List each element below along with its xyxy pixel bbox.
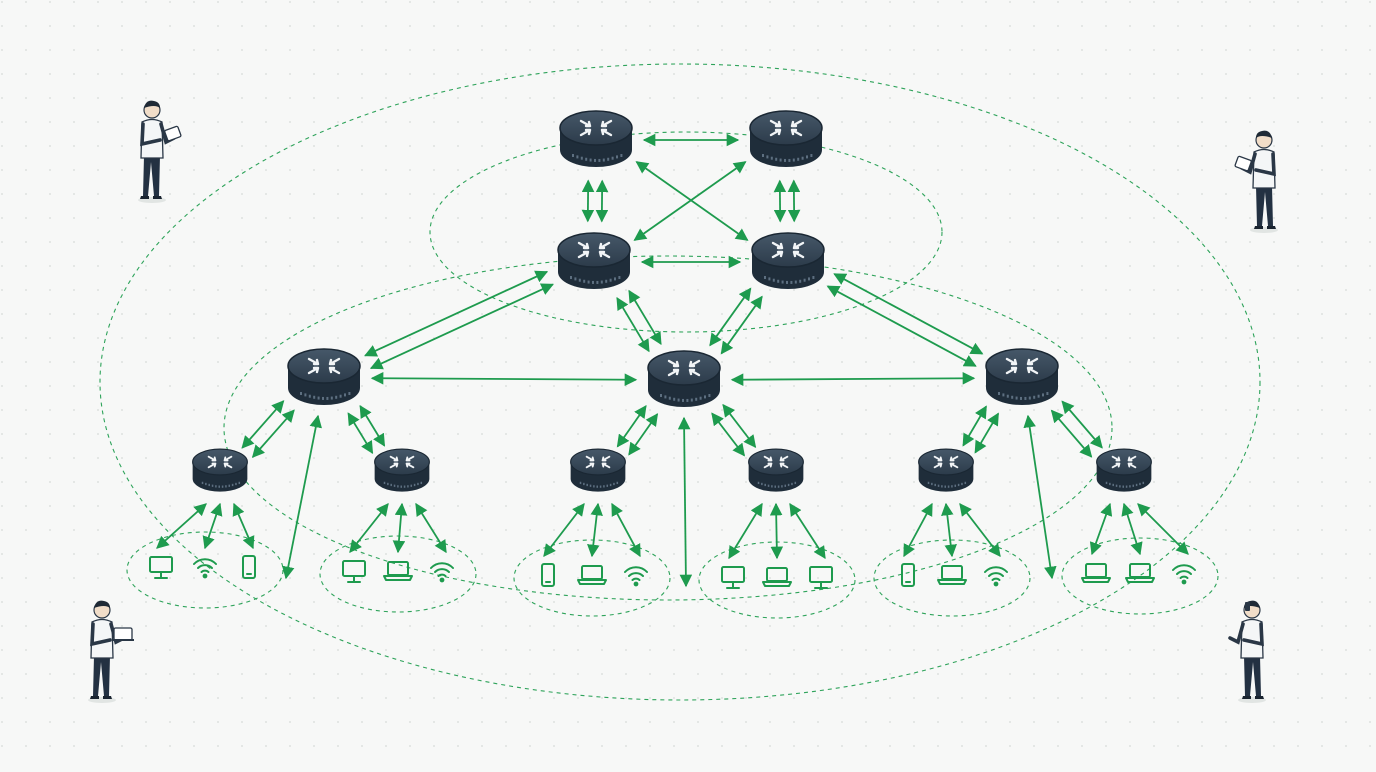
router-access-5[interactable] [919, 449, 974, 492]
router-access-2[interactable] [375, 449, 430, 492]
router-dist-center[interactable] [648, 351, 720, 407]
phone-held-icon [1245, 602, 1250, 611]
router-access-1[interactable] [193, 449, 248, 492]
router-dist-left[interactable] [288, 349, 360, 405]
router-access-3[interactable] [571, 449, 626, 492]
link-access-4-device [776, 504, 777, 558]
laptop-held-icon [114, 628, 132, 640]
router-core-4[interactable] [752, 233, 824, 289]
router-access-6[interactable] [1097, 449, 1152, 492]
router-dist-right[interactable] [986, 349, 1058, 405]
router-core-3[interactable] [558, 233, 630, 289]
router-access-4[interactable] [749, 449, 804, 492]
router-core-2[interactable] [750, 111, 822, 167]
router-core-1[interactable] [560, 111, 632, 167]
